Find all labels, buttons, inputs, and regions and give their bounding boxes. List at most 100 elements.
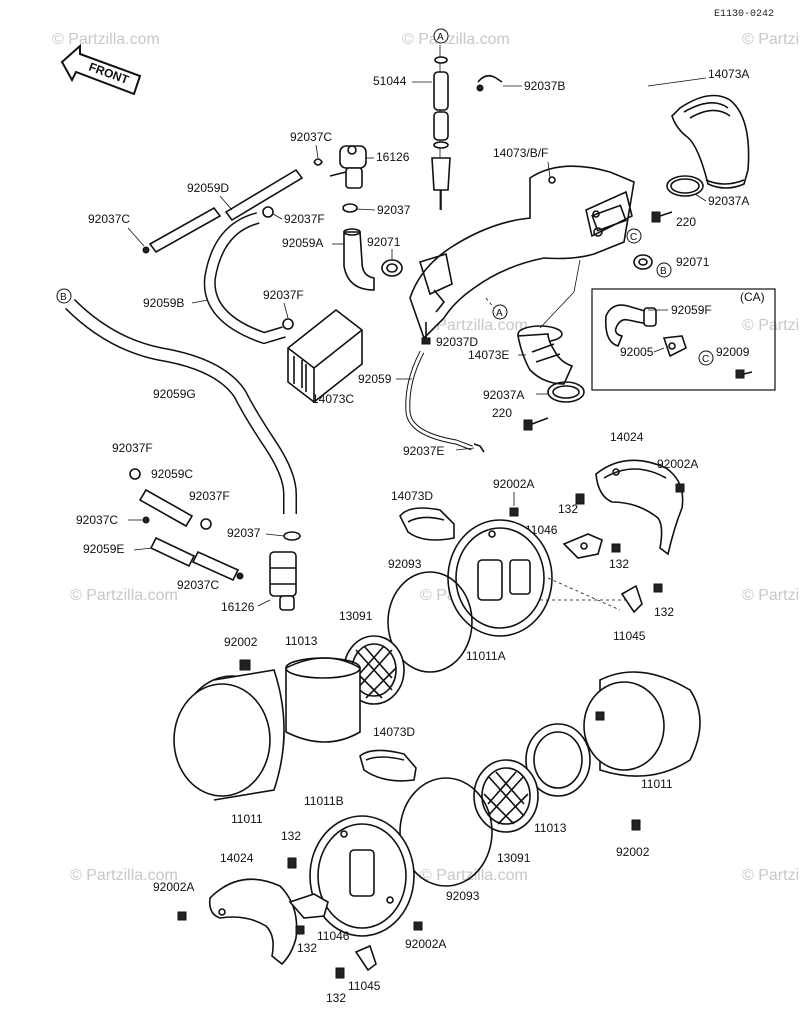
part-92059c: 92059C [151,467,193,481]
watermark: © Partzilla.com [402,31,510,48]
callout-b-label: B [60,292,67,303]
bolt-92002a-low [177,911,187,921]
callout-b [56,288,72,304]
watermark: © Partzilla.com [70,867,178,884]
part-92037b: 92037B [524,79,565,93]
hose-92059e [149,536,196,568]
part-11013-right: 11013 [534,821,567,835]
breather-valve-assembly [431,45,451,210]
grommet-92071-mid [381,259,403,277]
callout-c [698,350,714,366]
shell-11013-left [285,657,361,743]
bracket-11046-top [562,533,603,559]
watermark: © Partzilla.com [742,317,800,334]
hose-92059b [205,213,286,343]
part-132-f: 132 [326,991,346,1005]
filter-14073c [287,308,363,404]
part-14024-low: 14024 [220,851,254,865]
part-92093-low: 92093 [446,889,480,903]
bolt-132-c [653,583,663,593]
part-14073e: 14073E [468,348,509,362]
part-92002a-bot: 92002A [405,937,446,951]
clip-92037c-top [313,158,323,166]
bracket-11046-low [288,893,329,919]
cover-11011-right [583,671,701,777]
part-92037e: 92037E [403,444,444,458]
part-92005: 92005 [620,345,654,359]
part-92059b: 92059B [143,296,184,310]
part-11045-low: 11045 [348,979,381,993]
callout-a-label: A [437,32,444,43]
o-ring-92093-low [399,777,493,887]
callout-c [626,228,642,244]
part-92037c-low2: 92037C [177,578,219,592]
clip-92037c-low2 [236,572,244,580]
callout-c-label: C [630,232,637,243]
bolt-92002 [239,659,251,671]
part-92037f-mid: 92037F [284,212,325,226]
filter-14073d-top [399,507,455,541]
bolt-220-mid [523,417,549,431]
hose-92059e-b [191,550,240,582]
hose-92059 [406,351,473,450]
part-132-c: 132 [654,605,674,619]
part-14073bf: 14073/B/F [493,146,548,160]
callout-a-label: A [496,308,503,319]
bracket-11045-low [354,944,377,972]
ca-box [591,288,776,391]
part-92037-low: 92037 [227,526,261,540]
clip-92037f-low [129,468,141,480]
backplate-11011a [447,519,553,637]
hose-92059-outline [405,350,473,451]
part-92037c-top: 92037C [290,130,332,144]
part-14073d-top: 14073D [391,489,433,503]
part-11046-low: 11046 [317,929,350,943]
part-11011-left: 11011 [231,812,263,826]
part-220-mid: 220 [492,406,512,420]
bolt-220-top [651,211,673,223]
part-92037f-left: 92037F [263,288,304,302]
part-92002a-top: 92002A [657,457,698,471]
part-92071-mid: 92071 [367,235,401,249]
diagram-ref-code: E1130-0242 [714,9,774,20]
part-92093-top: 92093 [388,557,422,571]
bolt-92002a-top [675,483,685,493]
callout-a [492,304,508,320]
bolt-132-e [295,925,305,935]
callout-a [433,28,449,44]
clip-92037f-left [282,318,294,330]
part-11011b: 11011B [304,794,344,808]
part-11011-right: 11011 [641,777,673,791]
callout-c-label: C [702,354,709,365]
ca-label: (CA) [740,290,765,304]
clip-92037d [421,337,431,345]
clamp-92037a-top [666,175,704,197]
part-92037-top: 92037 [377,203,411,217]
clip-92037f-low2 [200,518,212,530]
bolt-132-b [611,543,621,553]
watermark: © Partzilla.com [70,587,178,604]
o-ring-92093-top [387,571,473,673]
part-16126-low: 16126 [221,600,255,614]
air-duct-14073bf [409,165,635,340]
reed-valve-16126-low [269,551,297,611]
shell-11013-right [525,723,591,797]
part-14073d-low: 14073D [373,725,415,739]
part-92059a: 92059A [282,236,323,250]
bolt-132-a [575,493,585,505]
o-ring-92037 [342,203,358,213]
part-92002a-low: 92002A [153,880,194,894]
part-11011a: 11011A [466,649,506,663]
backplate-11011b [309,815,415,937]
bracket-11045-top [620,584,643,614]
bolt-132-f [335,967,345,979]
watermark: © Partzilla.com [420,317,528,334]
part-92002-right: 92002 [616,845,650,859]
part-92059d: 92059D [187,181,229,195]
part-132-a: 132 [558,502,578,516]
hose-92059a [343,228,375,291]
part-92002: 92002 [224,635,258,649]
elbow-14073e [517,325,574,385]
part-16126-top: 16126 [376,150,410,164]
part-14024-top: 14024 [610,430,644,444]
